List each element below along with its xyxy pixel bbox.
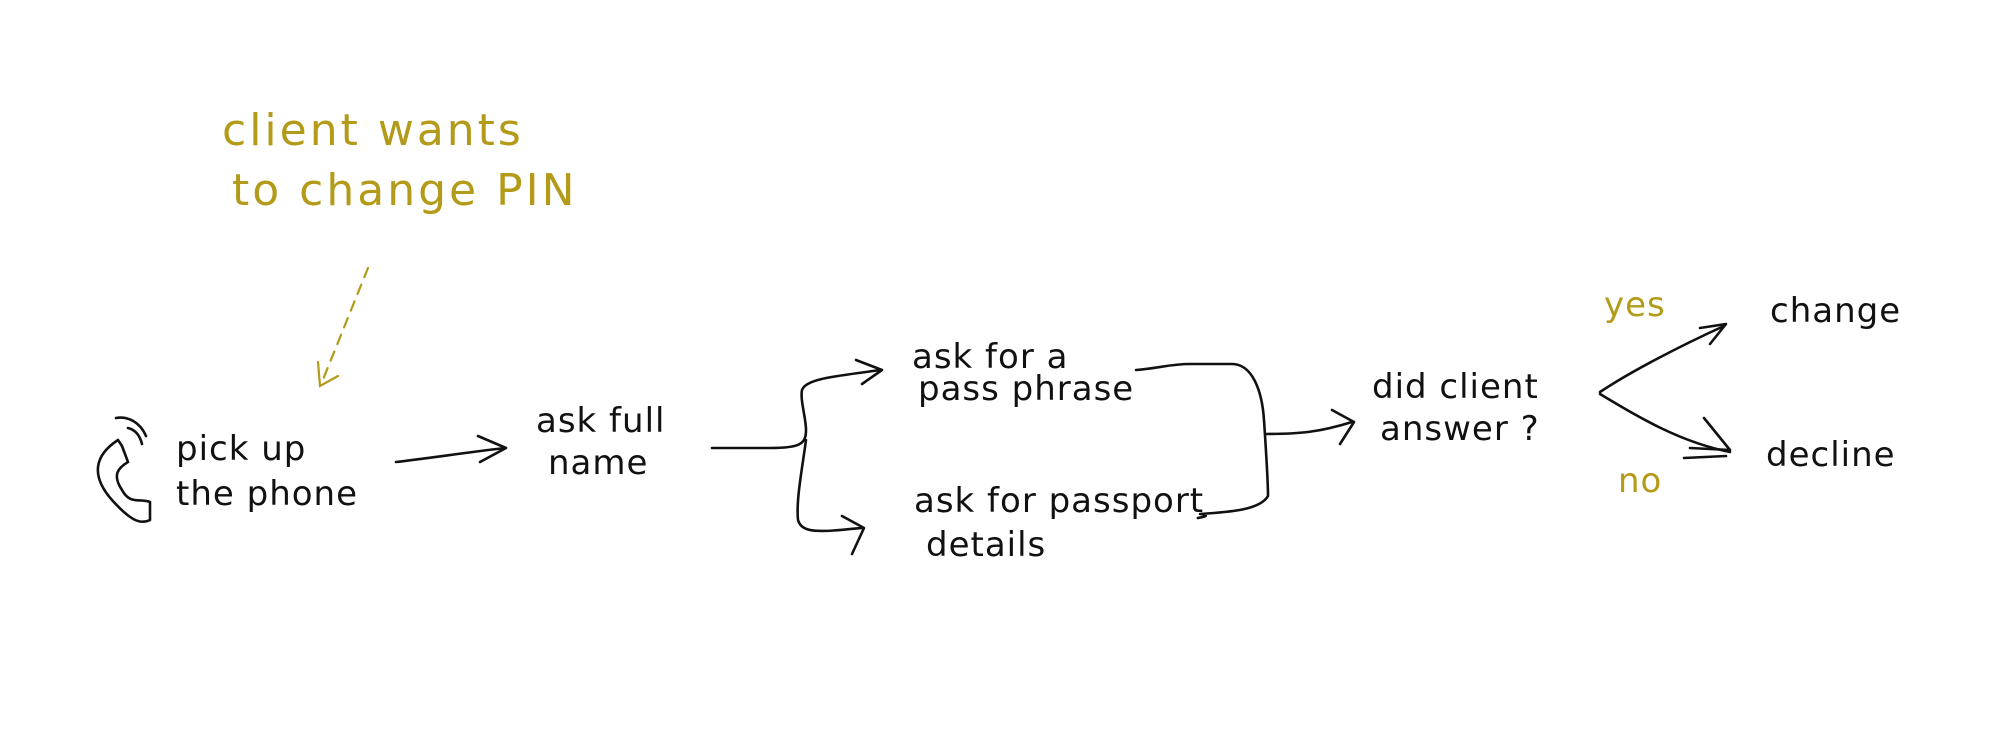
note-line-1: client wants	[222, 105, 524, 156]
fork-arrows	[710, 358, 884, 556]
branch-yes-label: yes	[1604, 285, 1666, 325]
branch-no-label: no	[1618, 461, 1662, 501]
node-change: change	[1770, 291, 1901, 331]
node-ask-phrase-line-2: pass phrase	[918, 369, 1134, 409]
note-dashed-arrow	[316, 266, 370, 388]
arrow-pickup-to-name	[394, 434, 508, 464]
node-ask-name-line-2: name	[548, 443, 648, 483]
merge-arrows	[1134, 362, 1356, 520]
node-pickup-line-2: the phone	[176, 474, 358, 514]
node-ask-phrase-line-1: ask for a	[912, 337, 1068, 377]
node-pickup-line-1: pick up	[176, 429, 306, 469]
phone-icon	[96, 416, 152, 524]
note-line-2: to change PIN	[232, 165, 578, 216]
node-ask-passport-line-1: ask for passport	[914, 481, 1204, 521]
node-decline: decline	[1766, 435, 1896, 475]
node-did-answer-line-1: did client	[1372, 367, 1539, 407]
node-did-answer-line-2: answer ?	[1380, 409, 1540, 449]
node-ask-passport-line-2: details	[926, 525, 1046, 565]
node-ask-name-line-1: ask full	[536, 401, 665, 441]
branch-arrows	[1598, 322, 1732, 460]
